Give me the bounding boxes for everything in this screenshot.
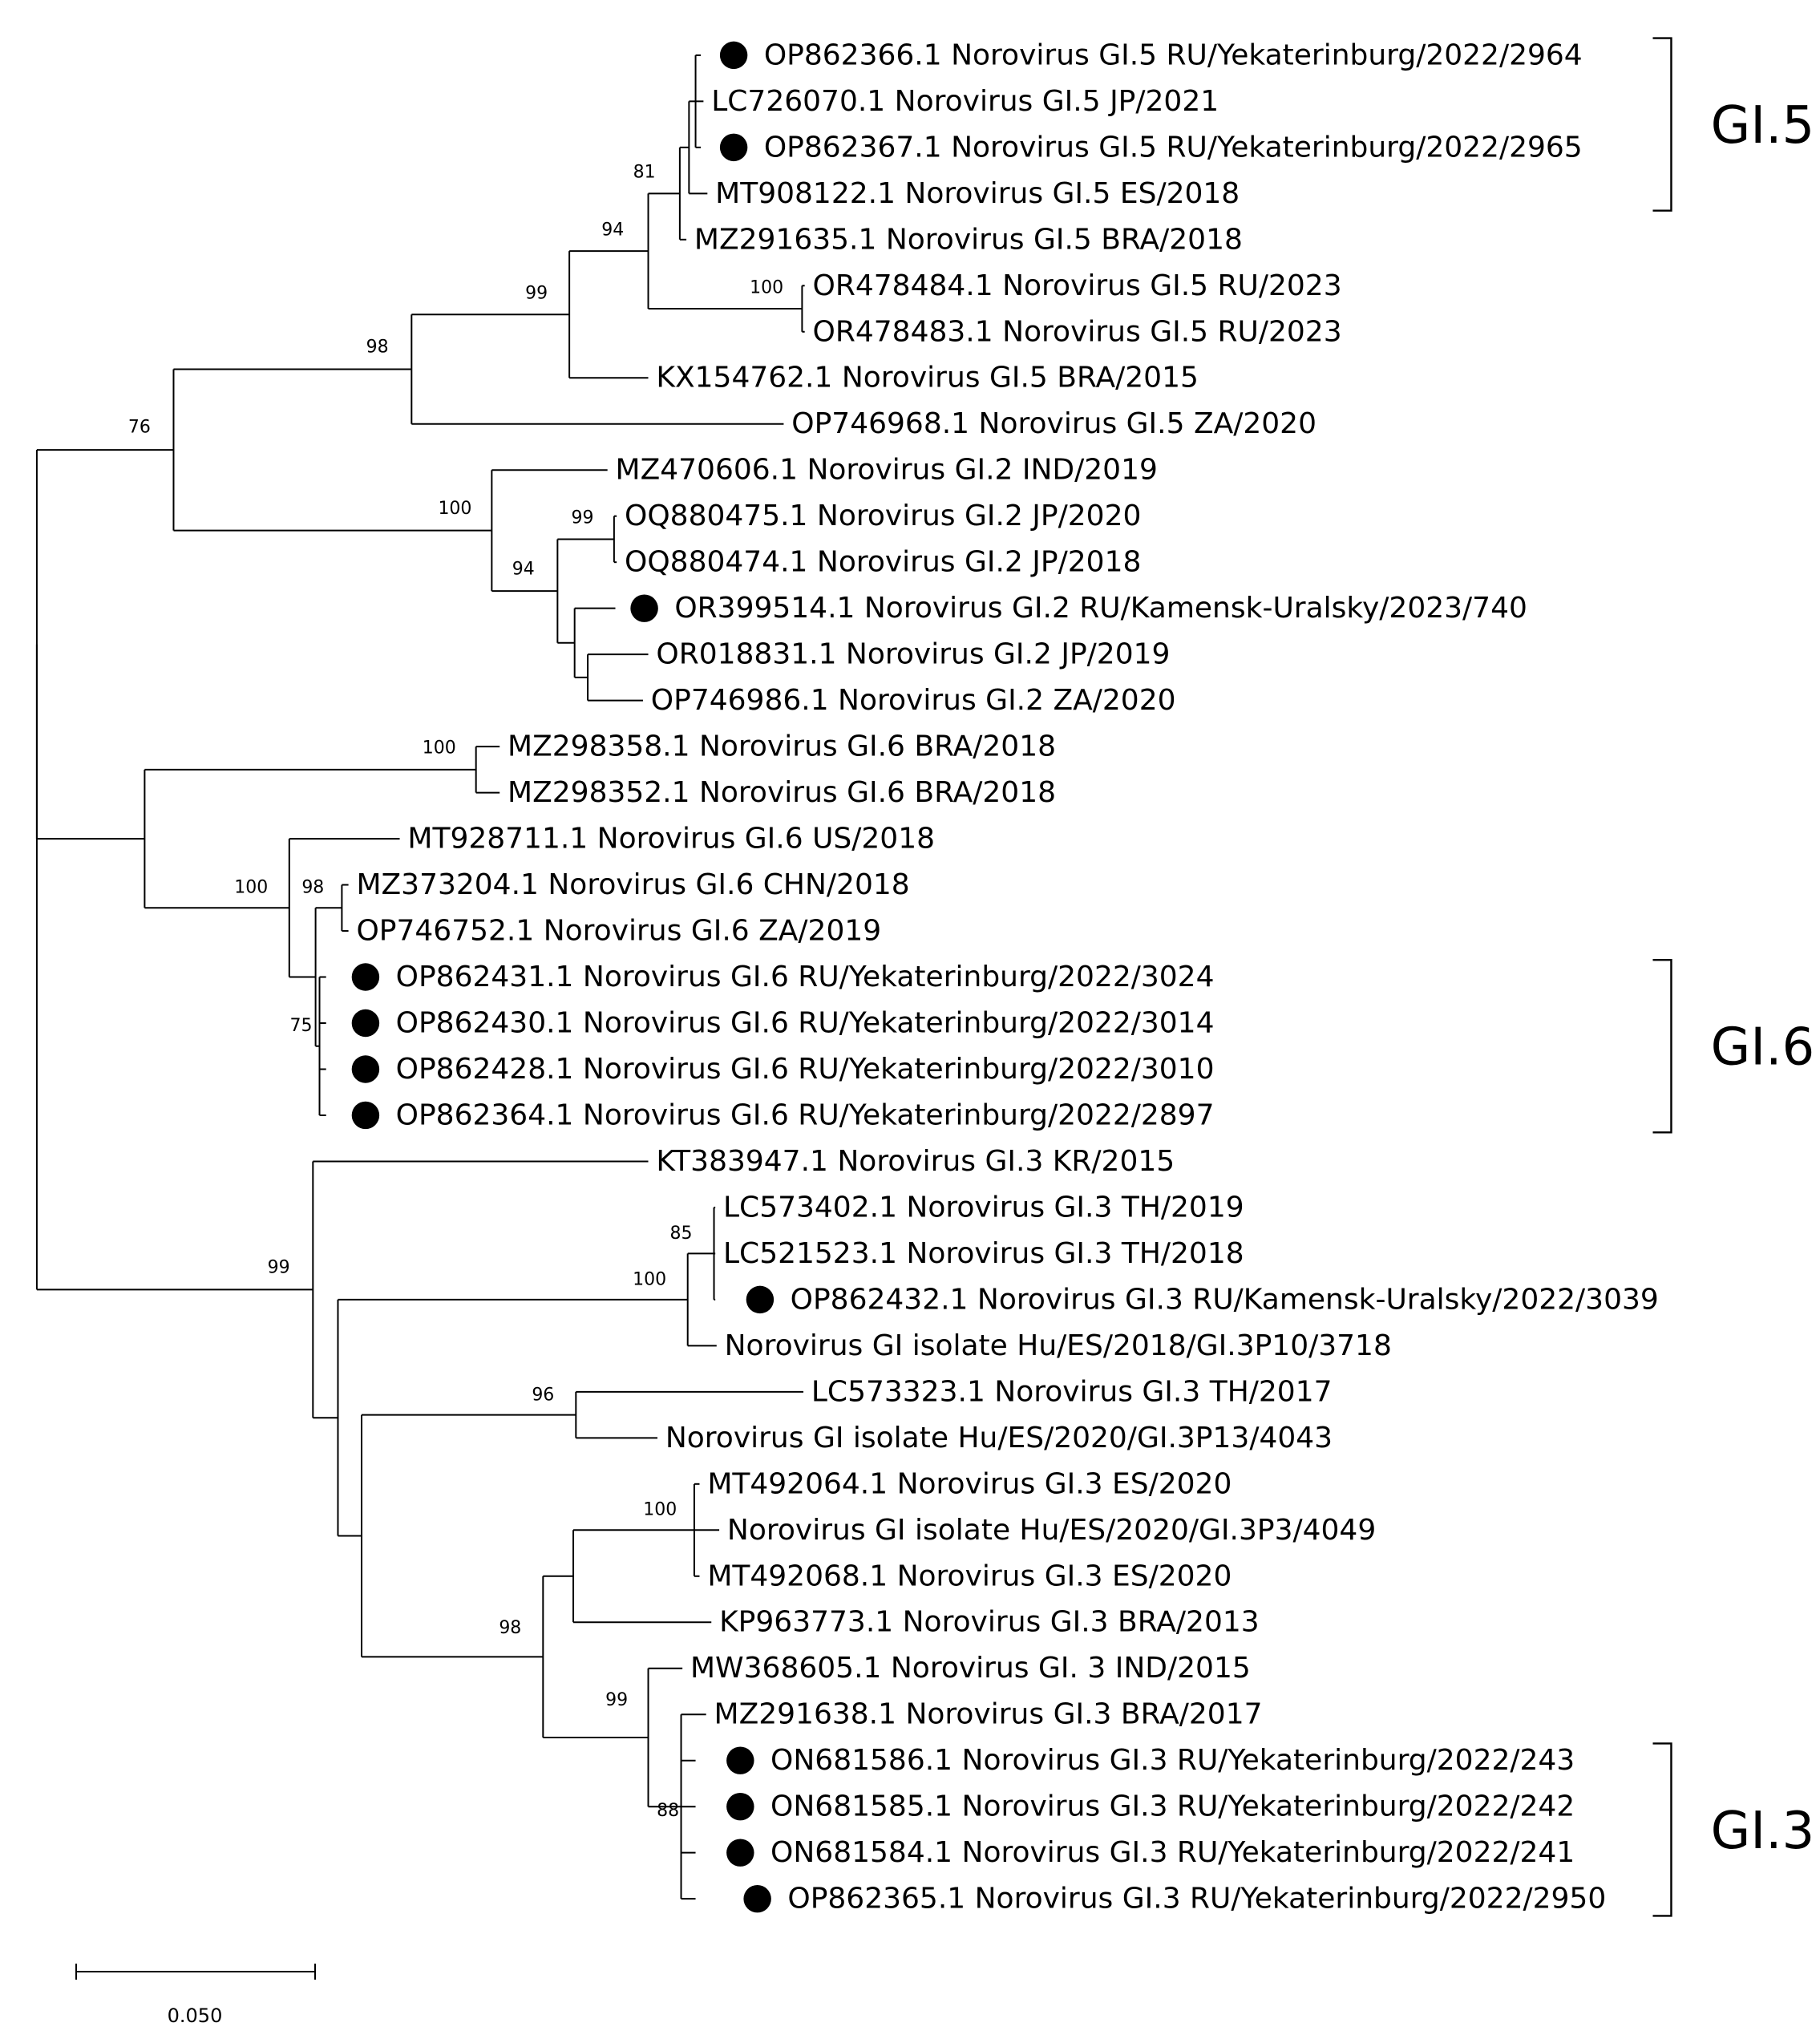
bootstrap-value: 75	[290, 1016, 313, 1036]
clade-bracket	[1652, 37, 1672, 212]
sample-marker-dot	[351, 1101, 380, 1130]
sample-marker-dot	[719, 133, 748, 162]
tip-label: KP963773.1 Norovirus GI.3 BRA/2013	[719, 1606, 1260, 1639]
bootstrap-value: 100	[438, 499, 471, 519]
sample-marker-dot	[630, 594, 658, 622]
bootstrap-value: 94	[512, 560, 535, 580]
sample-marker-dot	[719, 41, 748, 70]
tip-label: Norovirus GI isolate Hu/ES/2020/GI.3P13/…	[665, 1422, 1333, 1454]
tip-label: OR018831.1 Norovirus GI.2 JP/2019	[656, 638, 1170, 671]
tip-label: ON681585.1 Norovirus GI.3 RU/Yekaterinbu…	[770, 1790, 1575, 1823]
tip-label: OR478484.1 Norovirus GI.5 RU/2023	[813, 269, 1342, 302]
tip-label: KT383947.1 Norovirus GI.3 KR/2015	[656, 1145, 1175, 1178]
tip-label: OQ880475.1 Norovirus GI.2 JP/2020	[625, 500, 1141, 532]
sample-marker-dot	[351, 1055, 380, 1083]
bootstrap-value: 88	[657, 1801, 679, 1821]
tip-label: OP862431.1 Norovirus GI.6 RU/Yekaterinbu…	[396, 961, 1215, 993]
clade-bracket	[1652, 959, 1672, 1134]
tip-label: OP862428.1 Norovirus GI.6 RU/Yekaterinbu…	[396, 1053, 1215, 1086]
sample-marker-dot	[743, 1884, 771, 1913]
sample-marker-dot	[351, 963, 380, 991]
bootstrap-value: 100	[750, 278, 783, 298]
clade-label: GI.5	[1711, 96, 1815, 156]
tip-label: MT492068.1 Norovirus GI.3 ES/2020	[707, 1560, 1232, 1592]
bootstrap-value: 94	[601, 220, 624, 241]
bootstrap-value: 100	[633, 1269, 666, 1289]
clade-bracket	[1652, 1742, 1672, 1917]
tip-label: Norovirus GI isolate Hu/ES/2018/GI.3P10/…	[725, 1329, 1392, 1362]
bootstrap-value: 76	[128, 418, 151, 438]
bootstrap-value: 100	[423, 738, 456, 759]
tip-labels: OP862366.1 Norovirus GI.5 RU/Yekaterinbu…	[356, 38, 1658, 1915]
tip-label: OP746986.1 Norovirus GI.2 ZA/2020	[651, 684, 1176, 717]
tip-label: OP746968.1 Norovirus GI.5 ZA/2020	[791, 407, 1316, 440]
scale-bar: 0.050	[75, 1964, 316, 2027]
bootstrap-value: 99	[572, 508, 594, 528]
tip-label: OP862430.1 Norovirus GI.6 RU/Yekaterinbu…	[396, 1006, 1215, 1039]
bootstrap-value: 98	[499, 1618, 521, 1638]
tip-label: LC726070.1 Norovirus GI.5 JP/2021	[711, 85, 1219, 118]
tip-label: OR399514.1 Norovirus GI.2 RU/Kamensk-Ura…	[674, 592, 1527, 625]
tip-label: KX154762.1 Norovirus GI.5 BRA/2015	[656, 362, 1199, 394]
tip-label: OQ880474.1 Norovirus GI.2 JP/2018	[625, 546, 1141, 579]
sample-marker-dot	[726, 1746, 754, 1774]
tip-label: LC573323.1 Norovirus GI.3 TH/2017	[811, 1375, 1333, 1408]
bootstrap-value: 99	[268, 1258, 290, 1278]
bootstrap-value: 81	[633, 162, 656, 182]
bootstrap-value: 99	[605, 1690, 628, 1710]
bootstrap-value: 85	[670, 1224, 693, 1244]
tip-label: LC521523.1 Norovirus GI.3 TH/2018	[723, 1237, 1244, 1270]
bootstrap-value: 98	[301, 878, 324, 898]
bootstrap-labels: 81 94 100 99 98 76 100 99 94 100 100 98 75 99 85 100 96 1…	[128, 162, 783, 1820]
tip-label: OP862364.1 Norovirus GI.6 RU/Yekaterinbu…	[396, 1098, 1215, 1131]
bootstrap-value: 96	[532, 1386, 554, 1406]
tip-label: OR478483.1 Norovirus GI.5 RU/2023	[813, 315, 1342, 348]
clade-brackets: GI.5GI.6GI.3	[1652, 37, 1815, 1917]
tip-label: MT492064.1 Norovirus GI.3 ES/2020	[707, 1467, 1232, 1500]
tip-label: MZ298358.1 Norovirus GI.6 BRA/2018	[508, 730, 1056, 763]
tip-label: MZ298352.1 Norovirus GI.6 BRA/2018	[508, 776, 1056, 809]
bootstrap-value: 100	[234, 878, 268, 898]
tip-label: OP862366.1 Norovirus GI.5 RU/Yekaterinbu…	[764, 38, 1583, 71]
tip-label: MT928711.1 Norovirus GI.6 US/2018	[407, 823, 935, 856]
tip-label: OP862367.1 Norovirus GI.5 RU/Yekaterinbu…	[764, 131, 1583, 164]
bootstrap-value: 98	[366, 338, 389, 358]
sample-marker-dot	[726, 1792, 754, 1821]
tip-label: MZ373204.1 Norovirus GI.6 CHN/2018	[356, 868, 909, 901]
tip-label: LC573402.1 Norovirus GI.3 TH/2019	[723, 1191, 1244, 1224]
tip-label: ON681584.1 Norovirus GI.3 RU/Yekaterinbu…	[770, 1836, 1575, 1869]
scale-bar-label: 0.050	[168, 2005, 223, 2027]
tip-label: MZ291638.1 Norovirus GI.3 BRA/2017	[714, 1698, 1263, 1731]
sample-marker-dot	[726, 1839, 754, 1867]
tip-label: MW368605.1 Norovirus GI. 3 IND/2015	[690, 1652, 1251, 1685]
tip-label: MT908122.1 Norovirus GI.5 ES/2018	[715, 177, 1240, 210]
sample-marker-dot	[746, 1285, 775, 1314]
tree-branches	[35, 54, 805, 1900]
tip-label: MZ470606.1 Norovirus GI.2 IND/2019	[616, 454, 1158, 487]
tip-label: OP862365.1 Norovirus GI.3 RU/Yekaterinbu…	[787, 1883, 1606, 1916]
tip-label: Norovirus GI isolate Hu/ES/2020/GI.3P3/4…	[727, 1514, 1376, 1547]
sample-marker-dot	[351, 1009, 380, 1038]
tip-label: OP862432.1 Norovirus GI.3 RU/Kamensk-Ura…	[791, 1283, 1659, 1316]
tip-label: MZ291635.1 Norovirus GI.5 BRA/2018	[694, 223, 1243, 256]
bootstrap-value: 100	[643, 1499, 677, 1519]
clade-label: GI.6	[1711, 1018, 1815, 1078]
clade-label: GI.3	[1711, 1802, 1815, 1861]
bootstrap-value: 99	[525, 283, 548, 303]
sample-markers	[351, 41, 775, 1913]
tip-label: ON681586.1 Norovirus GI.3 RU/Yekaterinbu…	[770, 1744, 1575, 1777]
tip-label: OP746752.1 Norovirus GI.6 ZA/2019	[356, 915, 881, 948]
